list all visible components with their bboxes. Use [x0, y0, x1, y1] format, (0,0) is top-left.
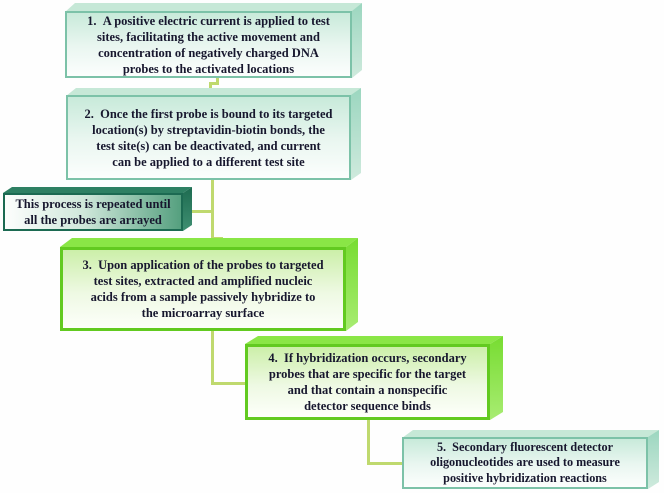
- step-5-right-face: [648, 430, 659, 489]
- step-1-right-face: [352, 3, 362, 78]
- step-2-label: 2. Once the first probe is bound to its …: [84, 106, 333, 169]
- repeat-note-front-face: This process is repeated until all the p…: [3, 193, 183, 231]
- step-1-label: 1. A positive electric current is applie…: [87, 13, 330, 76]
- connector-note-branch-h: [186, 210, 214, 213]
- connector-step1-step2-v1: [216, 77, 219, 85]
- step-2-front-face: 2. Once the first probe is bound to its …: [66, 95, 351, 180]
- step-4-label: 4. If hybridization occurs, secondary pr…: [268, 351, 467, 413]
- step-3-right-face: [346, 238, 358, 331]
- step-4-front-face: 4. If hybridization occurs, secondary pr…: [245, 344, 490, 420]
- repeat-note-label: This process is repeated until all the p…: [15, 197, 171, 227]
- connector-step3-step4-v: [211, 329, 214, 385]
- step-3-top-face: [60, 238, 358, 247]
- repeat-note-top-face: [3, 187, 192, 193]
- step-5-front-face: 5. Secondary fluorescent detector oligon…: [402, 437, 648, 489]
- step-3-front-face: 3. Upon application of the probes to tar…: [60, 247, 346, 331]
- step-2-right-face: [351, 88, 361, 180]
- step-5-label: 5. Secondary fluorescent detector oligon…: [430, 439, 620, 485]
- repeat-note-right-face: [183, 187, 192, 231]
- connector-step4-step5-h: [367, 462, 407, 465]
- connector-step1-step2-h: [209, 82, 219, 85]
- connector-step4-step5-v: [367, 418, 370, 465]
- step-4-top-face: [245, 336, 503, 344]
- step-1-front-face: 1. A positive electric current is applie…: [65, 11, 352, 78]
- connector-step2-step3-v1: [211, 178, 214, 240]
- step-4-right-face: [490, 336, 503, 420]
- connector-step3-step4-h: [211, 382, 250, 385]
- step-3-label: 3. Upon application of the probes to tar…: [82, 258, 324, 320]
